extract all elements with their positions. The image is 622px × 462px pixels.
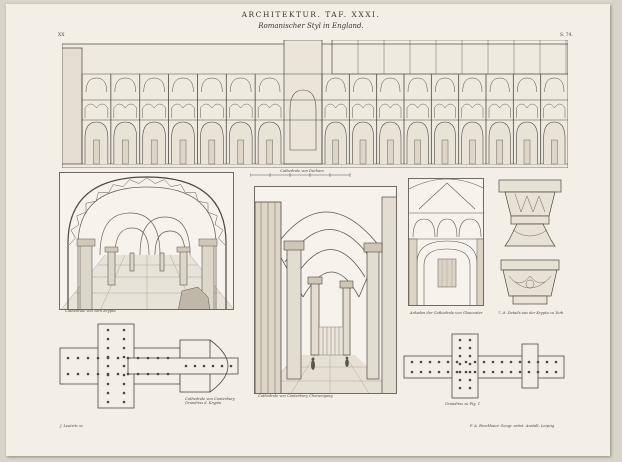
plate-title: ARCHITEKTUR. TAF. XXXI. — [241, 10, 381, 19]
caption-gloucester: Arkaden der Cathedrale von Gloucester — [410, 311, 483, 315]
york-crypt-view — [59, 172, 234, 310]
corner-number-left: XX — [58, 33, 65, 38]
caption-durham-plan: Grundriss zu Fig. 1 — [445, 402, 481, 406]
publisher-credit: F. A. Brockhaus' Geogr.-artist. Anstalt,… — [470, 424, 555, 428]
plate-subtitle: Romanischer Styl in England. — [258, 22, 364, 30]
caption-canterbury-plan: Cathedrale von Canterbury Grundriss d. K… — [185, 397, 235, 405]
durham-plan — [402, 330, 568, 402]
york-crypt-capitals — [495, 178, 565, 306]
canterbury-crypt-plan — [58, 318, 248, 414]
scale-bar-1 — [250, 173, 351, 177]
caption-durham: Cathedrale von Durham — [280, 169, 324, 173]
corner-number-right: S. 74. — [560, 33, 573, 38]
gloucester-arcades — [408, 178, 484, 306]
caption-capitals: 7.–8. Details aus der Krypta zu York — [498, 311, 564, 315]
caption-canterbury-ambulatory: Cathedrale von Canterbury Chorumgang — [258, 394, 333, 398]
caption-york-crypt: Cathedrale von York Krypta — [65, 309, 116, 313]
durham-elevation — [62, 40, 568, 168]
canterbury-ambulatory-view — [254, 186, 397, 394]
engraver-credit: J. Leutritz sc. — [60, 424, 85, 428]
